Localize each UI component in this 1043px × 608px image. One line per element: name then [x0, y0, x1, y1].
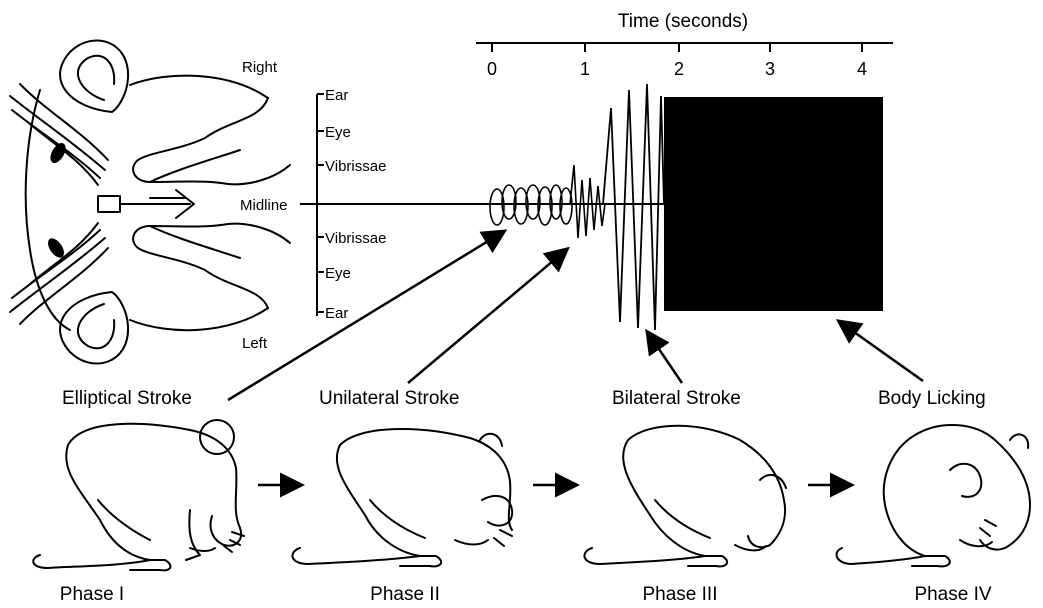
body-licking-caption: Body Licking [878, 388, 986, 409]
phase-2-label: Phase II [370, 584, 440, 605]
time-tick-label: 2 [674, 59, 684, 79]
time-axis-title: Time (seconds) [618, 11, 748, 32]
phase-4-label: Phase IV [914, 584, 991, 605]
body-licking-block [664, 97, 883, 311]
time-tick-label: 3 [765, 59, 775, 79]
time-tick-label: 4 [857, 59, 867, 79]
bilateral-stroke-caption: Bilateral Stroke [612, 388, 741, 409]
phase-4-rat-illustration [837, 425, 1030, 566]
phase-1-label: Phase I [60, 584, 124, 605]
phase-2-rat-illustration [292, 429, 512, 566]
phase-3-label: Phase III [643, 584, 718, 605]
phase-3-rat-illustration [584, 426, 786, 567]
bilateral-stroke-trace [603, 84, 664, 330]
region-label-ear-right: Ear [325, 87, 348, 104]
elliptical-stroke-caption: Elliptical Stroke [62, 388, 192, 409]
time-tick-label: 0 [487, 59, 497, 79]
time-axis: Time (seconds) 0 1 2 3 4 [476, 11, 893, 79]
phase-1-rat-illustration [33, 420, 244, 570]
unilateral-stroke-caption: Unilateral Stroke [319, 388, 459, 409]
unilateral-stroke-trace [570, 165, 605, 238]
right-side-label: Right [242, 59, 278, 76]
region-label-ear-left: Ear [325, 305, 348, 322]
region-label-eye-right: Eye [325, 124, 351, 141]
left-side-label: Left [242, 335, 268, 352]
midline-label: Midline [240, 197, 288, 214]
region-label-vibrissae-left: Vibrissae [325, 230, 386, 247]
time-tick-label: 1 [580, 59, 590, 79]
region-label-vibrissae-right: Vibrissae [325, 158, 386, 175]
region-label-eye-left: Eye [325, 265, 351, 282]
